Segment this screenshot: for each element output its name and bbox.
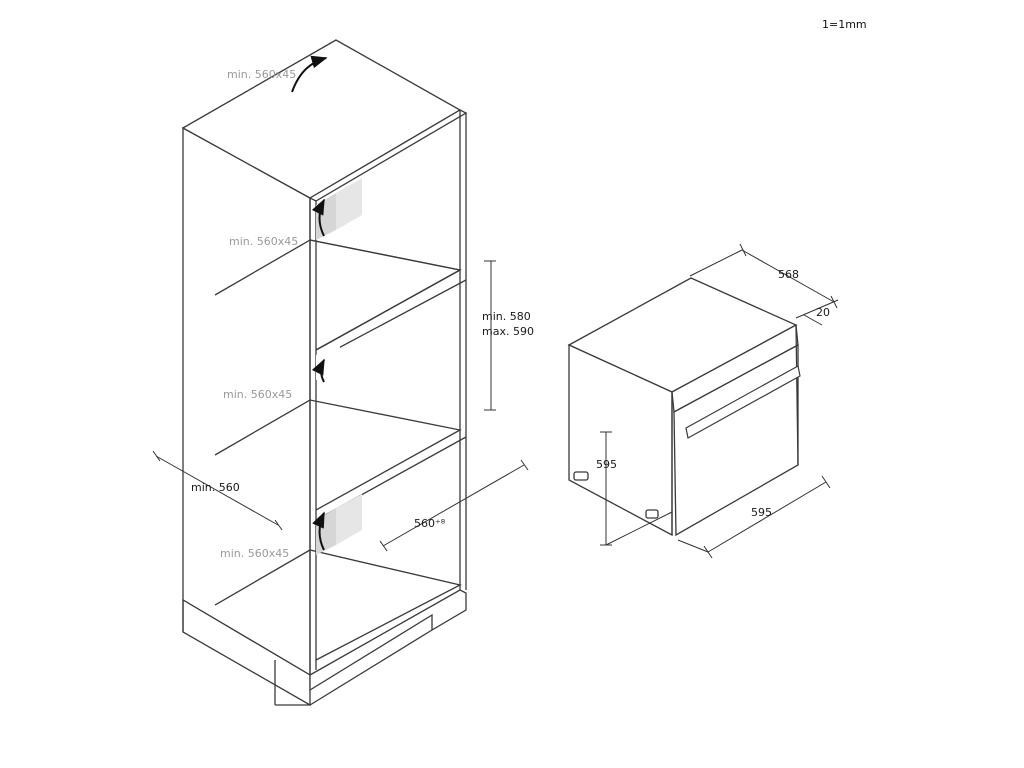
oven-door-thickness-label: 20 xyxy=(816,306,830,319)
oven xyxy=(567,277,801,537)
oven-width-label: 595 xyxy=(751,506,772,519)
cabinet-width-label: min. 560 xyxy=(191,481,240,494)
vent-label-lower: min. 560x45 xyxy=(220,547,289,560)
oven-dimensions xyxy=(600,243,839,559)
tall-cabinet xyxy=(181,39,468,707)
niche-height-max-label: max. 590 xyxy=(482,325,534,338)
oven-depth-label: 568 xyxy=(778,268,799,281)
vent-label-middle: min. 560x45 xyxy=(223,388,292,401)
niche-height-min-label: min. 580 xyxy=(482,310,531,323)
vent-label-upper: min. 560x45 xyxy=(229,235,298,248)
scale-note: 1=1mm xyxy=(822,18,867,31)
cabinet-depth-label: 560⁺⁸ xyxy=(414,517,446,530)
airflow-arrow-middle-icon xyxy=(311,358,325,383)
cabinet-dimensions xyxy=(152,260,529,552)
airflow-arrow-top-icon xyxy=(291,55,328,93)
airflow-arrows xyxy=(291,55,328,551)
airflow-arrow-lower-icon xyxy=(312,511,325,551)
oven-height-label: 595 xyxy=(596,458,617,471)
vent-label-top: min. 560x45 xyxy=(227,68,296,81)
airflow-arrow-upper-icon xyxy=(311,198,325,237)
